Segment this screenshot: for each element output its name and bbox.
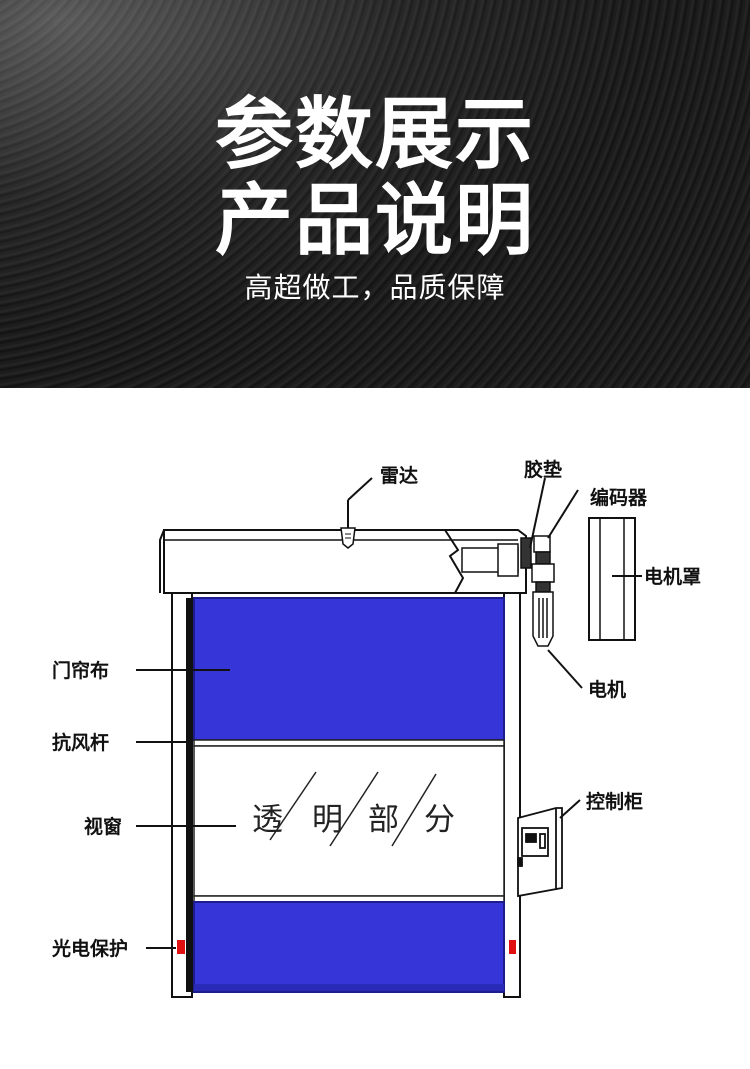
title-line-1: 参数展示 (214, 90, 535, 180)
right-guide-rail (503, 592, 521, 998)
label-leader-lines (136, 477, 642, 949)
label-photo-protect: 光电保护 (51, 937, 128, 960)
subtitle: 高超做工，品质保障 (244, 271, 506, 304)
label-motor: 电机 (588, 678, 626, 701)
window-text-2: 明 (312, 802, 343, 838)
title-line-2: 产品说明 (214, 176, 535, 266)
window-text-3: 部 (368, 802, 399, 838)
window-glare-lines (269, 771, 437, 847)
label-curtain: 门帘布 (52, 659, 109, 682)
curtain-panel-top (193, 597, 505, 741)
header-banner: 参数展示 产品说明 高超做工，品质保障 (0, 0, 750, 388)
window-text-4: 分 (424, 802, 455, 838)
motor-assembly (520, 535, 555, 647)
photo-sensor-right (509, 940, 516, 954)
wind-resistant-bar (186, 598, 192, 992)
label-window: 视窗 (84, 815, 122, 838)
photo-sensor-left (177, 940, 185, 954)
window-text-1: 透 (252, 802, 283, 838)
label-encoder: 编码器 (590, 486, 648, 509)
control-cabinet (517, 807, 563, 898)
motor-cover (588, 517, 636, 641)
radar-sensor (340, 527, 356, 549)
window-panel (193, 745, 505, 897)
curtain-panel-bottom (193, 901, 505, 993)
label-motor-cover: 电机罩 (644, 565, 701, 588)
door-diagram: 透 明 部 分 (51, 458, 701, 998)
label-wind-bar: 抗风杆 (52, 731, 109, 754)
label-control-box: 控制柜 (586, 790, 643, 813)
label-radar: 雷达 (380, 464, 418, 487)
label-rubber-pad: 胶垫 (524, 458, 562, 481)
